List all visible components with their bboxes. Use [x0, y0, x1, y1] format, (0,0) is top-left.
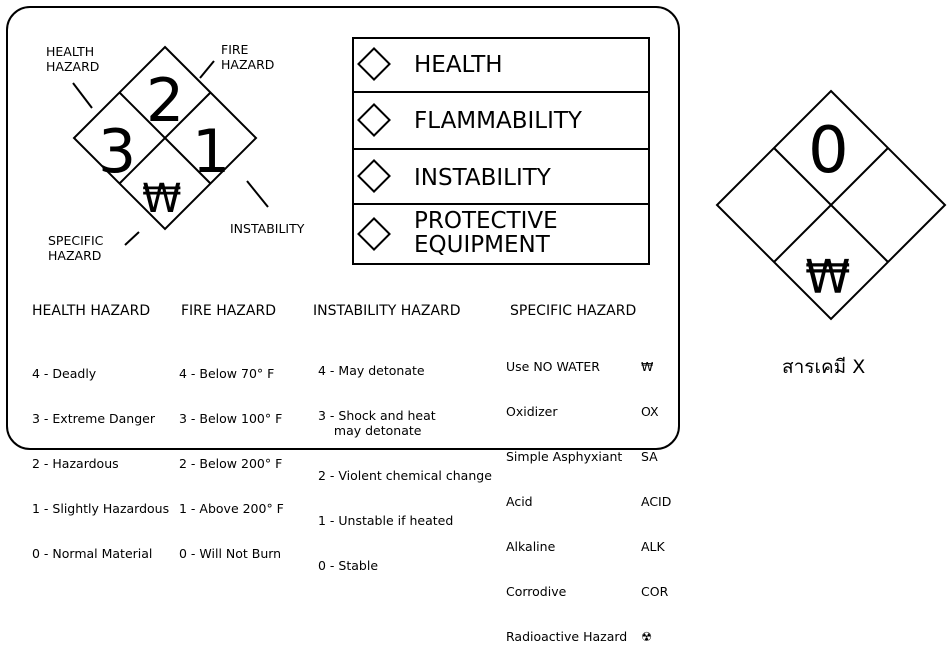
hazard-code: ACID — [641, 494, 672, 509]
fire-hazard-callout: FIRE HAZARD — [221, 42, 275, 72]
example-hazard-diamond — [715, 89, 947, 321]
instability-hazard-heading: INSTABILITY HAZARD — [313, 303, 461, 319]
list-item: 3 - Shock and heat may detonate — [318, 408, 436, 438]
instability-rating: 1 — [192, 117, 231, 187]
list-item: 0 - Normal Material — [32, 546, 153, 561]
instability-callout: INSTABILITY — [230, 221, 305, 236]
hazard-code: ALK — [641, 539, 665, 554]
specific-hazard-heading: SPECIFIC HAZARD — [510, 303, 637, 319]
main-hazard-diamond — [72, 45, 269, 246]
list-item: 0 - Will Not Burn — [179, 546, 282, 561]
list-item: 3 - Below 100° F — [179, 411, 283, 426]
chemical-caption: สารเคมี X — [782, 356, 866, 378]
list-item: Radioactive Hazard — [506, 629, 628, 644]
list-item: 1 - Above 200° F — [179, 501, 284, 516]
list-item: 1 - Unstable if heated — [318, 513, 454, 528]
list-item: Oxidizer — [506, 404, 558, 419]
health-rating: 3 — [98, 117, 137, 187]
specific-hazard-callout: SPECIFIC HAZARD — [48, 233, 104, 263]
nfpa-reference-card — [6, 6, 680, 450]
hazard-code: OX — [641, 404, 659, 419]
diamond-icon — [357, 217, 391, 251]
hazard-code: SA — [641, 449, 658, 464]
hazard-code: COR — [641, 584, 669, 599]
example-fire-rating: 0 — [808, 114, 849, 188]
list-item: 1 - Slightly Hazardous — [32, 501, 170, 516]
radioactive-icon: ☢ — [641, 629, 653, 644]
fire-hazard-heading: FIRE HAZARD — [181, 303, 276, 319]
fire-callout-line — [199, 60, 215, 79]
list-item: Use NO WATER — [506, 359, 600, 374]
list-item: 4 - May detonate — [318, 363, 425, 378]
legend-row: INSTABILITY — [354, 150, 648, 205]
specific-hazard-list: Use NO WATER Oxidizer Simple Asphyxiant … — [506, 329, 627, 659]
list-item: Simple Asphyxiant — [506, 449, 623, 464]
diamond-icon — [357, 159, 391, 193]
legend-box: HEALTH FLAMMABILITY INSTABILITY PROTECTI… — [352, 37, 650, 265]
fire-hazard-list: 4 - Below 70° F 3 - Below 100° F 2 - Bel… — [179, 336, 284, 576]
fire-rating: 2 — [146, 66, 185, 136]
list-item: Acid — [506, 494, 533, 509]
legend-row: HEALTH — [354, 39, 648, 93]
legend-label: HEALTH — [414, 52, 503, 78]
list-item: 4 - Below 70° F — [179, 366, 275, 381]
legend-label: FLAMMABILITY — [414, 108, 582, 134]
legend-row: FLAMMABILITY — [354, 93, 648, 150]
list-item: 3 - Extreme Danger — [32, 411, 155, 426]
list-item: 4 - Deadly — [32, 366, 97, 381]
health-hazard-callout: HEALTH HAZARD — [46, 44, 100, 74]
health-callout-line — [72, 82, 93, 109]
legend-label: INSTABILITY — [414, 165, 551, 191]
no-water-code: ₩ — [641, 359, 654, 374]
specific-hazard-codes: ₩ OX SA ACID ALK COR ☢ — [641, 329, 671, 659]
list-item: Alkaline — [506, 539, 556, 554]
health-hazard-heading: HEALTH HAZARD — [32, 303, 151, 319]
list-item: 0 - Stable — [318, 558, 379, 573]
example-no-water-symbol: ₩ — [805, 250, 851, 304]
diamond-icon — [357, 47, 391, 81]
instability-callout-line — [246, 180, 269, 208]
legend-label: PROTECTIVE EQUIPMENT — [414, 208, 558, 258]
list-item: 2 - Below 200° F — [179, 456, 283, 471]
list-item: 2 - Hazardous — [32, 456, 119, 471]
health-hazard-list: 4 - Deadly 3 - Extreme Danger 2 - Hazard… — [32, 336, 169, 576]
specific-callout-line — [124, 231, 140, 246]
legend-row: PROTECTIVE EQUIPMENT — [354, 205, 648, 263]
no-water-symbol: ₩ — [142, 176, 182, 222]
list-item: 2 - Violent chemical change — [318, 468, 492, 483]
instability-hazard-list: 4 - May detonate 3 - Shock and heat may … — [318, 333, 492, 588]
diamond-icon — [357, 103, 391, 137]
list-item: Corrodive — [506, 584, 567, 599]
